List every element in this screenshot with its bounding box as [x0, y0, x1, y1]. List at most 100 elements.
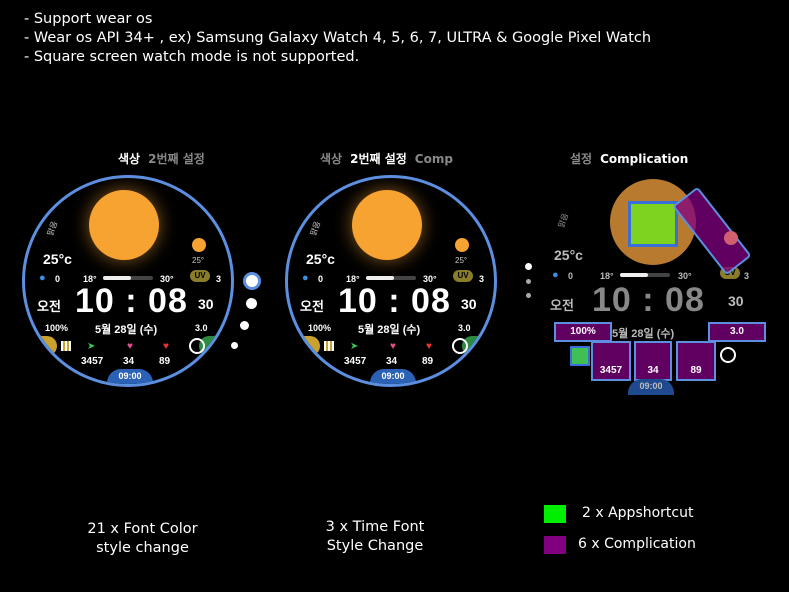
tab-complication[interactable]: Complication — [600, 152, 689, 166]
legend-complication: 6 x Complication — [578, 536, 696, 552]
tab-color[interactable]: 색상 — [118, 152, 141, 166]
ring-icon — [452, 338, 468, 354]
uv-value: 3 — [479, 274, 485, 284]
tab-second-setting[interactable]: 2번째 설정 — [350, 152, 407, 166]
ring-icon — [189, 338, 205, 354]
temperature: 25°c — [554, 247, 583, 263]
calorie: 3.0 — [458, 323, 471, 333]
complication-heart[interactable]: 89 — [676, 341, 716, 381]
temp-range-bar — [103, 276, 153, 280]
stress-icon: ♥ — [390, 341, 396, 352]
page-dot[interactable] — [526, 279, 531, 284]
steps-icon: ➤ — [87, 341, 96, 352]
temp-low: 18° — [83, 274, 97, 284]
clock-chip: 09:00 — [107, 369, 153, 384]
color-option[interactable] — [243, 272, 261, 290]
date: 5월 28일 (수) — [358, 324, 421, 336]
legend-purple-swatch — [544, 536, 566, 554]
temp-high: 30° — [160, 274, 174, 284]
tab-color[interactable]: 색상 — [320, 152, 343, 166]
sun-temp: 25° — [455, 256, 468, 265]
drop-icon: ● — [552, 269, 559, 281]
page-dot[interactable] — [525, 263, 532, 270]
caption-color: 21 x Font Color style change — [87, 521, 198, 556]
time: 10 : 08 — [338, 282, 451, 320]
weather-sun — [89, 190, 159, 260]
time: 10 : 08 — [75, 282, 188, 320]
sun-small-icon — [455, 238, 469, 252]
clock-chip: 09:00 — [628, 379, 674, 395]
stress-icon: ♥ — [127, 341, 133, 352]
sun-temp: 25° — [192, 256, 205, 265]
battery: 100% — [45, 323, 69, 333]
apps-grid-icon — [324, 341, 334, 351]
weather-sun — [352, 190, 422, 260]
temp-high: 30° — [678, 271, 692, 281]
temp-range-bar — [620, 273, 670, 277]
complication-battery[interactable]: 100% — [554, 322, 612, 342]
clock-chip: 09:00 — [370, 369, 416, 384]
stress: 34 — [123, 356, 135, 367]
humidity: 0 — [55, 274, 61, 284]
weather-label: 맑음 — [556, 212, 571, 229]
appshortcut-right[interactable] — [462, 336, 494, 356]
stress: 34 — [386, 356, 398, 367]
seconds: 30 — [198, 296, 214, 312]
note-line: - Support wear os — [24, 11, 153, 27]
ampm: 오전 — [37, 299, 61, 314]
appshortcut-center[interactable] — [628, 201, 678, 247]
temp-range-bar — [366, 276, 416, 280]
tab-second-setting[interactable]: 2번째 설정 — [148, 152, 205, 166]
color-option[interactable] — [231, 342, 238, 349]
humidity: 0 — [568, 271, 574, 281]
appshortcut-left[interactable] — [570, 346, 590, 366]
battery: 100% — [308, 323, 332, 333]
heart-rate: 89 — [422, 356, 434, 367]
complication-steps[interactable]: 3457 — [591, 341, 631, 381]
weather-label: 맑음 — [308, 220, 323, 237]
humidity: 0 — [318, 274, 324, 284]
temp-low: 18° — [346, 274, 360, 284]
date: 5월 28일 (수) — [612, 328, 675, 340]
legend-appshortcut: 2 x Appshortcut — [582, 505, 694, 521]
drop-icon: ● — [39, 272, 46, 284]
weather-label: 맑음 — [45, 220, 60, 237]
calorie: 3.0 — [195, 323, 208, 333]
tab-complication[interactable]: Comp — [414, 152, 453, 166]
uv-value: 3 — [744, 271, 750, 281]
ampm: 오전 — [300, 299, 324, 314]
complication-calorie[interactable]: 3.0 — [708, 322, 766, 342]
heart-icon: ♥ — [426, 341, 432, 352]
appshortcut-left[interactable] — [25, 336, 57, 356]
uv-badge: UV — [453, 270, 473, 282]
sun-small-icon — [192, 238, 206, 252]
uv-badge: UV — [190, 270, 210, 282]
appshortcut-right[interactable] — [199, 336, 231, 356]
page-dot[interactable] — [526, 293, 531, 298]
settings-tabs-right: 설정 Complication — [570, 150, 710, 167]
date: 5월 28일 (수) — [95, 324, 158, 336]
time: 10 : 08 — [592, 281, 705, 319]
feature-notes: - Support wear os - Wear os API 34+ , ex… — [24, 10, 651, 67]
seconds: 30 — [728, 293, 744, 309]
complication-stress[interactable]: 34 — [634, 341, 672, 381]
temp-low: 18° — [600, 271, 614, 281]
color-option[interactable] — [240, 321, 249, 330]
watch-face-color: 맑음 25° 25°c ● 0 18° 30° UV 3 오전 10 : 08 … — [22, 175, 234, 387]
tab-second-setting[interactable]: 설정 — [570, 152, 593, 166]
sun-small-icon — [724, 231, 738, 245]
heart-rate: 89 — [159, 356, 171, 367]
note-line: - Wear os API 34+ , ex) Samsung Galaxy W… — [24, 30, 652, 46]
temp-high: 30° — [423, 274, 437, 284]
ring-icon — [720, 347, 736, 363]
settings-tabs-left: 색상 2번째 설정 — [118, 150, 222, 167]
steps-icon: ➤ — [350, 341, 359, 352]
appshortcut-left[interactable] — [288, 336, 320, 356]
settings-tabs-mid: 색상 2번째 설정 Comp — [320, 150, 480, 167]
temperature: 25°c — [306, 251, 335, 267]
steps: 3457 — [344, 356, 367, 367]
watch-face-font: 맑음 25° 25°c ● 0 18° 30° UV 3 오전 10 : 08 … — [285, 175, 497, 387]
color-option[interactable] — [246, 298, 257, 309]
watch-face-complication: 맑음 25°c ● 0 18° 30° UV 3 오전 10 : 08 30 5… — [548, 175, 766, 397]
drop-icon: ● — [302, 272, 309, 284]
